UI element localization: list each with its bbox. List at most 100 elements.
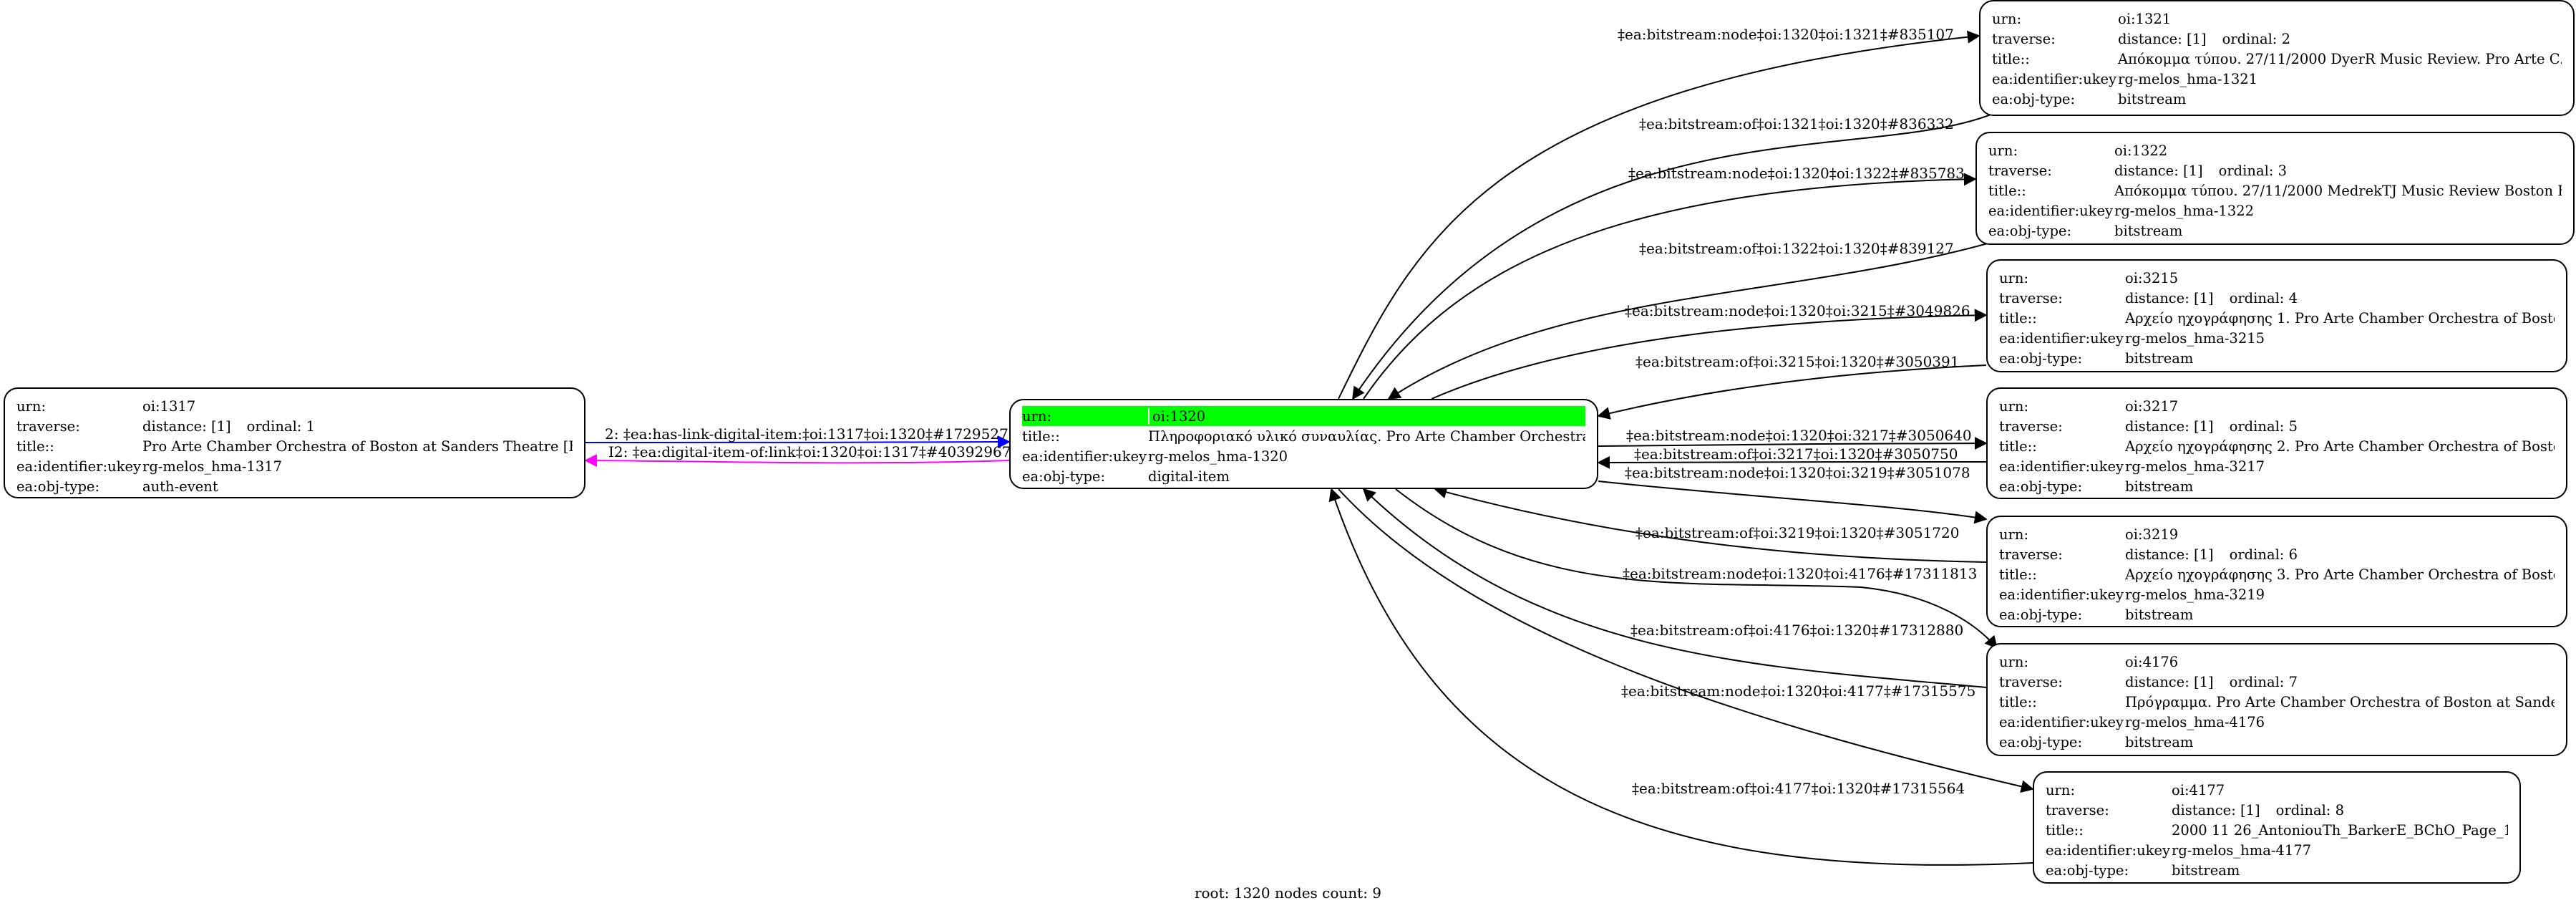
edge-label-of-4176: ‡ea:bitstream:of‡oi:4176‡oi:1320‡#173128… — [1630, 622, 1963, 639]
field-label: title:: — [2046, 821, 2084, 839]
edge-digital-item-of — [584, 454, 1010, 468]
node-type: bitstream — [2172, 861, 2240, 879]
node-type: bitstream — [2125, 606, 2194, 623]
field-label: traverse: — [1999, 673, 2063, 690]
edge-of-4177 — [1328, 488, 2033, 866]
node-1321[interactable]: urn:oi:1321 traverse:distance: [1]ordina… — [1979, 0, 2575, 116]
node-ukey: rg-melos_hma-1320 — [1148, 448, 1288, 465]
edge-label-node-4176: ‡ea:bitstream:node‡oi:1320‡oi:4176‡#1731… — [1623, 565, 1977, 582]
node-ordinal: ordinal: 5 — [2229, 417, 2298, 435]
field-label: title:: — [1988, 182, 2026, 199]
field-label: ea:identifier:ukey — [1999, 458, 2124, 475]
node-traverse: distance: [1] ordinal: 5 — [2125, 418, 2555, 435]
node-row-traverse: traverse:distance: [1]ordinal: 5 — [1999, 416, 2555, 436]
node-distance: distance: [1] — [2114, 162, 2203, 179]
node-urn: oi:3219 — [2125, 526, 2179, 543]
node-3215[interactable]: urn:oi:3215 traverse:distance: [1]ordina… — [1986, 259, 2567, 372]
node-row-type: ea:obj-type:bitstream — [1999, 348, 2555, 368]
field-label: traverse: — [16, 417, 80, 435]
edge-node-3219 — [1598, 480, 1988, 524]
node-row-urn: urn:oi:1320 — [1022, 406, 1585, 426]
node-ukey: rg-melos_hma-3219 — [2125, 586, 2265, 603]
node-1320-root[interactable]: urn:oi:1320 title::Πληροφοριακό υλικό συ… — [1009, 399, 1598, 489]
field-label: ea:obj-type: — [2046, 861, 2129, 879]
edge-label-node-1322: ‡ea:bitstream:node‡oi:1320‡oi:1322‡#8357… — [1628, 165, 1965, 182]
graph-footer: root: 1320 nodes count: 9 — [1194, 884, 1382, 902]
node-ordinal: ordinal: 6 — [2229, 546, 2298, 563]
node-1322[interactable]: urn:oi:1322 traverse:distance: [1]ordina… — [1975, 132, 2575, 245]
node-title: 2000 11 26_AntoniouTh_BarkerE_BChO_Page_… — [2172, 821, 2508, 839]
edge-node-3217 — [1598, 437, 1988, 450]
field-label: traverse: — [1992, 30, 2056, 47]
node-3219[interactable]: urn:oi:3219 traverse:distance: [1]ordina… — [1986, 516, 2567, 627]
node-title: Πρόγραμμα. Pro Arte Chamber Orchestra of… — [2125, 693, 2555, 710]
node-traverse: distance: [1]ordinal: 7 — [2125, 674, 2555, 690]
node-urn: oi:4176 — [2125, 653, 2179, 670]
node-row-urn: urn:oi:3217 — [1999, 396, 2555, 416]
node-row-type: ea:obj-type: bitstream — [1988, 221, 2562, 241]
field-label: ea:identifier:ukey — [16, 458, 141, 475]
field-label: traverse: — [2046, 801, 2109, 818]
node-row-traverse: traverse: distance: [1]ordinal: 7 — [1999, 672, 2555, 692]
field-label: ea:obj-type: — [1992, 90, 2076, 107]
node-row-type: ea:obj-type: bitstream — [1999, 604, 2555, 624]
node-row-title: title::Πληροφοριακό υλικό συναυλίας. Pro… — [1022, 426, 1585, 446]
node-4177[interactable]: urn:oi:4177 traverse:distance: [1]ordina… — [2033, 771, 2521, 884]
field-label: ea:obj-type: — [1999, 606, 2083, 623]
node-title: Πληροφοριακό υλικό συναυλίας. Pro Arte C… — [1148, 428, 1585, 445]
node-4176[interactable]: urn: oi:4176 traverse: distance: [1]ordina… — [1986, 643, 2567, 756]
node-urn: oi:1320 — [1152, 407, 1206, 425]
node-distance: distance: [1] — [2125, 673, 2214, 690]
edge-label-node-3215: ‡ea:bitstream:node‡oi:1320‡oi:3215‡#3049… — [1625, 302, 1970, 319]
edge-label-of-3215: ‡ea:bitstream:of‡oi:3215‡oi:1320‡#305039… — [1635, 353, 1959, 370]
edge-node-3215 — [1431, 309, 1988, 400]
node-urn: oi:3215 — [2125, 269, 2179, 286]
edge-node-4176 — [1395, 488, 1998, 649]
node-row-type: ea:obj-type:bitstream — [1999, 732, 2555, 752]
node-row-urn: urn:oi:4177 — [2046, 780, 2508, 800]
field-label: urn: — [1999, 397, 2029, 415]
field-label: ea:obj-type: — [1022, 468, 1106, 485]
node-row-urn: urn:oi:1322 — [1988, 140, 2562, 160]
node-row-urn: urn:oi:3215 — [1999, 268, 2555, 288]
edge-node-4177 — [1338, 488, 2034, 793]
field-label: urn: — [1999, 526, 2029, 543]
node-ukey: rg-melos_hma-3217 — [2125, 458, 2265, 475]
field-label: title:: — [1999, 566, 2037, 583]
node-row-traverse: traverse:distance: [1]ordinal: 3 — [1988, 160, 2562, 180]
edge-label-node-4177: ‡ea:bitstream:node‡oi:1320‡oi:4177‡#1731… — [1621, 682, 1975, 700]
node-distance: distance: [1] — [142, 417, 231, 435]
node-type: bitstream — [2114, 222, 2183, 239]
node-1317[interactable]: urn:oi:1317 traverse:distance: [1]ordina… — [4, 387, 585, 498]
node-distance: distance: [1] — [2125, 546, 2214, 563]
node-ukey: rg-melos_hma-1317 — [142, 458, 283, 475]
node-row-title: title::2000 11 26_AntoniouTh_BarkerE_BCh… — [2046, 820, 2508, 840]
node-row-traverse: traverse:distance: [1]ordinal: 4 — [1999, 288, 2555, 308]
field-label: ea:obj-type: — [1988, 222, 2072, 239]
field-label: ea:identifier:ukey — [1999, 713, 2124, 730]
node-distance: distance: [1] — [2125, 417, 2214, 435]
node-title: Αρχείο ηχογράφησης 3. Pro Arte Chamber O… — [2125, 566, 2555, 583]
node-row-type: ea:obj-type: bitstream — [2046, 860, 2508, 880]
node-type: bitstream — [2118, 90, 2187, 107]
node-distance: distance: [1] — [2125, 289, 2214, 306]
edge-has-link — [585, 435, 1011, 449]
field-label: urn: — [1999, 653, 2029, 670]
node-row-title: title::Αρχείο ηχογράφησης 2. Pro Arte Ch… — [1999, 436, 2555, 456]
field-label: urn: — [1022, 407, 1150, 425]
node-row-traverse: traverse: distance: [1]ordinal: 2 — [1992, 29, 2562, 49]
node-3217[interactable]: urn:oi:3217 traverse:distance: [1]ordina… — [1986, 387, 2567, 499]
node-title: Pro Arte Chamber Orchestra of Boston at … — [142, 438, 573, 455]
node-row-title: title::Pro Arte Chamber Orchestra of Bos… — [16, 436, 573, 456]
node-row-type: ea:obj-type:auth-event — [16, 476, 573, 496]
node-traverse: distance: [1]ordinal: 2 — [2118, 31, 2562, 47]
edge-label-node-3217: ‡ea:bitstream:node‡oi:1320‡oi:3217‡#3050… — [1626, 427, 1972, 444]
node-ukey: rg-melos_hma-3215 — [2125, 329, 2265, 347]
edge-label-node-3219: ‡ea:bitstream:node‡oi:1320‡oi:3219‡#3051… — [1625, 464, 1970, 481]
node-ukey: rg-melos_hma-1322 — [2114, 202, 2255, 219]
